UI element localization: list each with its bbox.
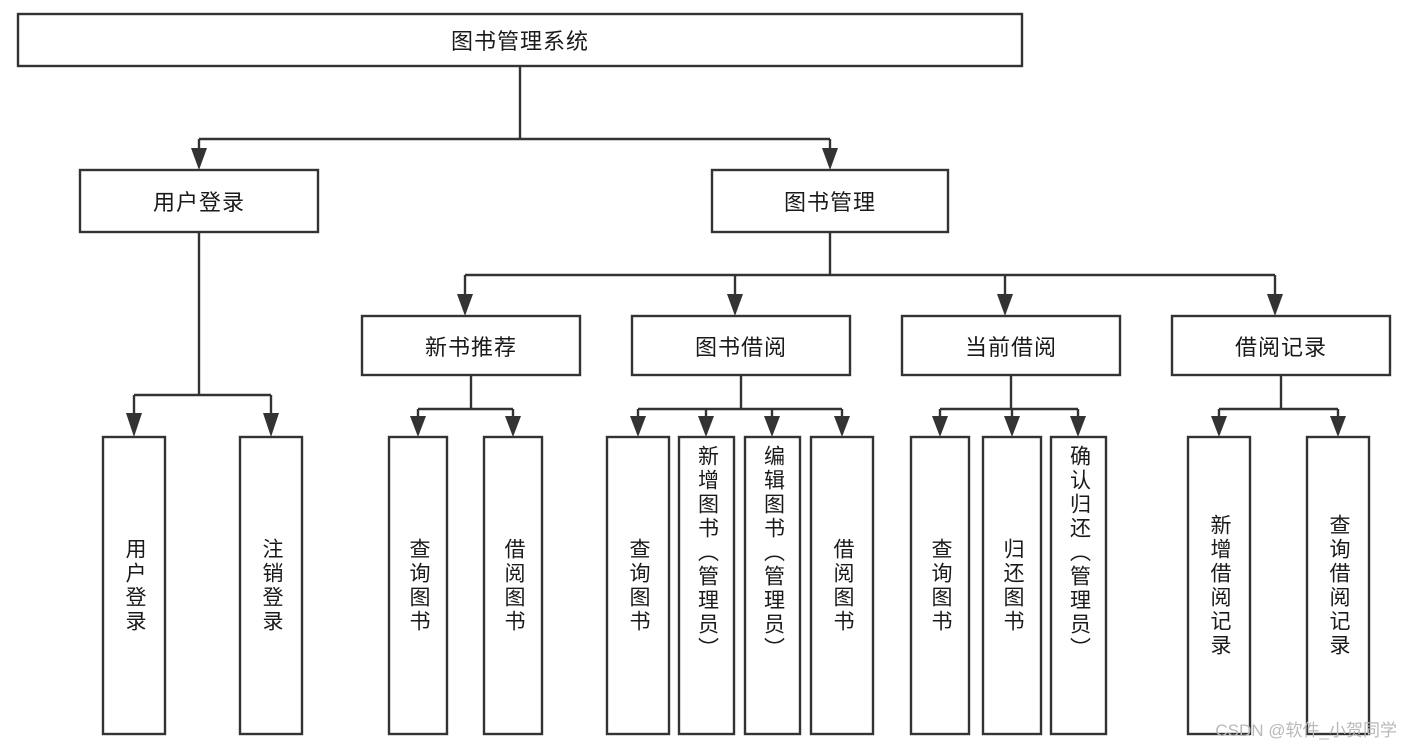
edge-group-login	[126, 232, 279, 437]
arrow-head-newbook	[457, 294, 473, 316]
node-box-root[interactable]	[16, 12, 1024, 68]
arrow-head-borrow	[727, 294, 743, 316]
arrow-head-record	[1267, 294, 1283, 316]
edge-group-borrow	[630, 375, 850, 437]
node-box-borrow-record[interactable]	[1170, 314, 1392, 377]
arrow-head-record-leaf-2	[1330, 416, 1346, 437]
leaf-box-edit-book-admin[interactable]	[743, 435, 802, 736]
leaf-box-confirm-return-admin[interactable]	[1049, 435, 1108, 736]
leaf-box-query-book-1[interactable]	[387, 435, 449, 736]
arrow-head-current	[997, 294, 1013, 316]
leaf-box-add-borrow-record[interactable]	[1186, 435, 1252, 736]
leaf-box-borrow-book-1[interactable]	[482, 435, 544, 736]
node-box-new-book-recommend[interactable]	[360, 314, 582, 377]
edge-group-root	[191, 66, 838, 170]
arrow-head-login-leaf-1	[126, 413, 142, 437]
arrow-head-newbook-leaf-1	[410, 416, 426, 437]
node-box-user-login[interactable]	[78, 168, 320, 234]
arrow-head-borrow-leaf-2	[698, 416, 714, 437]
arrow-head-login-leaf-2	[263, 413, 279, 437]
arrow-head-newbook-leaf-2	[505, 416, 521, 437]
edge-group-current	[932, 375, 1086, 437]
arrow-head-current-leaf-3	[1070, 416, 1086, 437]
arrow-head-borrow-leaf-3	[764, 416, 780, 437]
leaf-box-logout[interactable]	[238, 435, 304, 736]
leaf-box-borrow-book-2[interactable]	[809, 435, 875, 736]
edge-group-bookmgmt	[457, 232, 1283, 316]
leaf-box-query-book-2[interactable]	[605, 435, 671, 736]
arrow-head-current-leaf-1	[932, 416, 948, 437]
arrow-head-borrow-leaf-1	[630, 416, 646, 437]
arrow-head-login	[191, 148, 207, 170]
node-box-book-management[interactable]	[710, 168, 950, 234]
edge-group-record	[1211, 375, 1346, 437]
leaf-box-add-book-admin[interactable]	[677, 435, 736, 736]
arrow-head-bookmgmt	[822, 148, 838, 170]
node-box-book-borrow[interactable]	[630, 314, 852, 377]
node-box-current-borrow[interactable]	[900, 314, 1122, 377]
leaf-box-user-login[interactable]	[101, 435, 167, 736]
arrow-head-borrow-leaf-4	[834, 416, 850, 437]
arrow-head-record-leaf-1	[1211, 416, 1227, 437]
arrow-head-current-leaf-2	[1004, 416, 1020, 437]
leaf-box-query-book-3[interactable]	[909, 435, 971, 736]
leaf-box-return-book[interactable]	[981, 435, 1043, 736]
edge-group-newbook	[410, 375, 521, 437]
leaf-box-query-borrow-record[interactable]	[1305, 435, 1371, 736]
csdn-watermark: CSDN @软件_小贺同学	[1215, 721, 1397, 740]
